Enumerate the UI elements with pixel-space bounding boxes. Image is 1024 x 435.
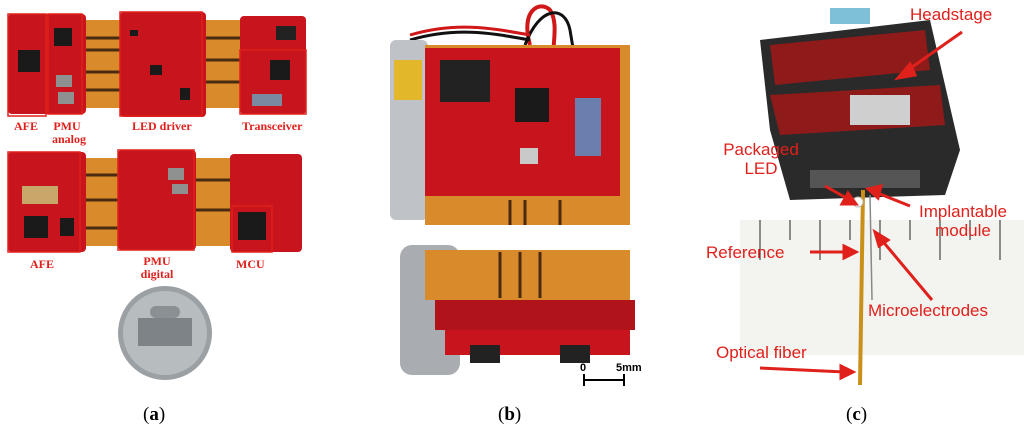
caption-b: (b) — [498, 404, 522, 425]
label-implantable-module: Implantable module — [919, 202, 1007, 240]
caption-c: (c) — [846, 404, 868, 425]
panel-a: AFE PMU analog LED driver Transceiver AF… — [0, 0, 330, 435]
label-reference: Reference — [706, 243, 785, 262]
scale-zero: 0 — [580, 362, 587, 374]
label-mcu: MCU — [236, 257, 265, 271]
label-packaged-led: Packaged LED — [723, 140, 799, 178]
caption-b-letter: b — [504, 404, 515, 425]
label-afe-bottom: AFE — [30, 257, 54, 271]
caption-c-letter: c — [852, 404, 861, 425]
label-optical-fiber: Optical fiber — [716, 343, 807, 362]
label-led-driver: LED driver — [132, 119, 192, 133]
label-pmu-digital: PMU digital — [140, 254, 174, 281]
scale-length: 5mm — [616, 362, 642, 374]
label-microelectrodes: Microelectrodes — [868, 301, 988, 320]
label-headstage: Headstage — [910, 5, 993, 24]
label-afe-top: AFE — [14, 119, 38, 133]
caption-a-letter: a — [149, 404, 159, 425]
panel-b-photo — [390, 4, 635, 386]
panel-c: Headstage Packaged LED Implantable modul… — [700, 0, 1024, 435]
label-pmu-analog: PMU analog — [52, 119, 87, 146]
panel-c-photo — [740, 8, 1024, 386]
label-transceiver: Transceiver — [242, 119, 303, 133]
panel-b: 0 5mm (b) — [380, 0, 670, 435]
caption-a: (a) — [143, 404, 166, 425]
panel-a-photo — [7, 11, 307, 380]
